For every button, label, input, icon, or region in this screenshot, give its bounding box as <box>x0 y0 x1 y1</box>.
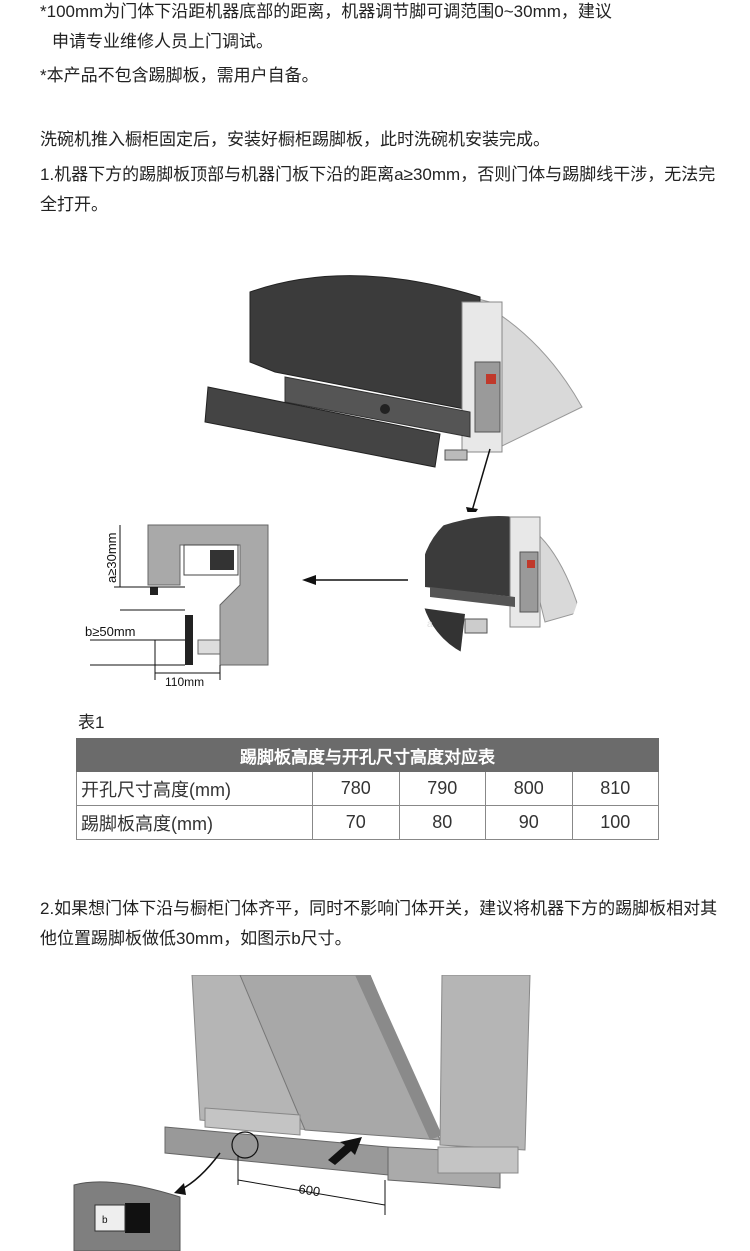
table-cell: 790 <box>398 771 486 806</box>
table-cell: 70 <box>312 805 400 840</box>
dim-b-label: b≥50mm <box>85 624 135 639</box>
section-dimension-diagram: a≥30mm b≥50mm 110mm <box>85 524 269 689</box>
kickboard-left <box>204 1107 301 1136</box>
dim-width-label: 110mm <box>165 675 204 689</box>
curved-arrow-icon <box>179 1152 221 1191</box>
table-cell: 810 <box>571 771 659 806</box>
kickboard-clip <box>444 449 468 461</box>
install-intro: 洗碗机推入橱柜固定后，安装好橱柜踢脚板，此时洗碗机安装完成。 <box>40 130 550 149</box>
door-bracket-core <box>210 550 234 570</box>
row-label: 踢脚板高度(mm) <box>76 805 313 840</box>
install-step-2: 2.如果想门体下沿与橱柜门体齐平，同时不影响门体开关，建议将机器下方的踢脚板相对… <box>40 899 718 948</box>
table-cell: 780 <box>312 771 400 806</box>
cabinet-section <box>147 524 269 666</box>
hinge-clip <box>486 374 496 384</box>
cabinet-door-right <box>439 975 531 1151</box>
row-label: 开孔尺寸高度(mm) <box>76 771 313 806</box>
table-row: 踢脚板高度(mm) 70 80 90 100 <box>76 805 659 840</box>
zoom-detail-illustration: a <box>420 512 580 662</box>
kickboard-panel <box>204 386 441 468</box>
table-cell: 80 <box>398 805 486 840</box>
dim-b-detail-label: b <box>102 1215 108 1226</box>
table-cell: 100 <box>571 805 659 840</box>
spring-clip <box>197 639 221 655</box>
table-cell: 90 <box>485 805 573 840</box>
flush-door-illustration: 600 b <box>73 975 531 1251</box>
detail-circle <box>231 1131 259 1159</box>
table-row: 开孔尺寸高度(mm) 780 790 800 810 <box>76 771 659 806</box>
door-edge-strip <box>355 975 442 1140</box>
zoom-detail-b: b <box>73 1181 181 1251</box>
note-line-1: *100mm为门体下沿距机器底部的距离，机器调节脚可调范围0~30mm，建议 <box>40 2 612 21</box>
kickboard-far-right <box>437 1146 519 1174</box>
dim-a-label: a≥30mm <box>104 533 119 583</box>
knob-mark: a <box>427 619 433 630</box>
table-cell: 800 <box>485 771 573 806</box>
dishwasher-door-illustration <box>204 275 583 468</box>
arrow-left-icon <box>302 575 408 585</box>
kickboard-spec-table: 踢脚板高度与开孔尺寸高度对应表 开孔尺寸高度(mm) 780 790 800 8… <box>76 738 659 840</box>
note-line-3: *本产品不包含踢脚板，需用户自备。 <box>40 66 319 85</box>
push-arrow-icon <box>328 1137 362 1165</box>
foot-block <box>150 587 158 595</box>
table-title: 踢脚板高度与开孔尺寸高度对应表 <box>76 738 659 772</box>
install-step-1: 1.机器下方的踢脚板顶部与机器门板下沿的距离a≥30mm，否则门体与踢脚线干涉，… <box>40 165 716 214</box>
base-foot <box>380 404 390 414</box>
hinge-bracket <box>474 361 501 433</box>
kickboard-section <box>185 615 193 665</box>
machine-base <box>284 376 471 438</box>
dim-600-label: 600 <box>298 1181 322 1199</box>
note-line-2: 申请专业维修人员上门调试。 <box>52 32 273 51</box>
table-caption: 表1 <box>78 713 105 732</box>
